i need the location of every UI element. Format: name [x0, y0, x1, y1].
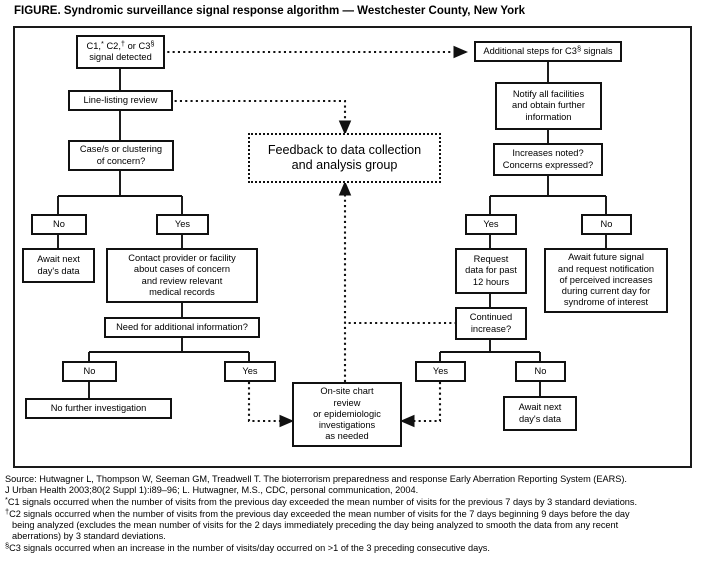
source-line-2: J Urban Health 2003;80(2 Suppl 1):i89–96… [5, 485, 419, 495]
node-right-yes[interactable]: Yes [465, 214, 517, 235]
footnote-2-cont-1: being analyzed (excludes the mean number… [12, 520, 619, 530]
node-increases-noted-label: Increases noted?Concerns expressed? [502, 148, 594, 170]
node-additional-steps-c3-label: Additional steps for C3§ signals [483, 43, 613, 56]
footnote-3: §C3 signals occurred when an increase in… [5, 540, 490, 554]
node-increases-noted[interactable]: Increases noted?Concerns expressed? [493, 143, 603, 176]
footnote-2: †C2 signals occurred when the number of … [5, 506, 630, 520]
source-line-1: Source: Hutwagner L, Thompson W, Seeman … [5, 474, 627, 484]
footnote-2-cont-2: aberrations) by 3 standard deviations. [12, 531, 166, 541]
node-need-no-label: No [83, 365, 96, 376]
node-left-yes[interactable]: Yes [156, 214, 209, 235]
node-need-no[interactable]: No [62, 361, 117, 382]
node-signal-detected[interactable]: C1,* C2,† or C3§signal detected [76, 35, 165, 69]
node-continued-yes[interactable]: Yes [415, 361, 466, 382]
node-no-further-investigation[interactable]: No further investigation [25, 398, 172, 419]
footnote-3-line-1: C3 signals occurred when an increase in … [9, 543, 490, 553]
footnote-3-marker: § [5, 540, 10, 550]
node-continued-no-label: No [534, 365, 547, 376]
node-right-yes-label: Yes [483, 218, 499, 229]
node-need-additional-information-label: Need for additional information? [116, 321, 248, 332]
node-no-further-investigation-label: No further investigation [50, 402, 147, 413]
node-line-listing-review[interactable]: Line-listing review [68, 90, 173, 111]
node-additional-steps-c3[interactable]: Additional steps for C3§ signals [474, 41, 622, 62]
node-need-additional-information[interactable]: Need for additional information? [104, 317, 260, 338]
node-continued-yes-label: Yes [432, 365, 449, 376]
node-continued-no[interactable]: No [515, 361, 566, 382]
node-line-listing-review-label: Line-listing review [83, 94, 158, 105]
node-right-no-label: No [600, 218, 613, 229]
footnote-2-marker: † [5, 506, 10, 516]
node-left-no-label: No [53, 218, 65, 229]
footnote-1: *C1 signals occurred when the number of … [5, 494, 638, 508]
footnote-2-line-1: C2 signals occurred when the number of v… [9, 509, 630, 519]
node-left-yes-label: Yes [174, 218, 191, 229]
footnote-1-marker: * [5, 494, 8, 504]
figure-title: FIGURE. Syndromic surveillance signal re… [14, 5, 526, 17]
footnote-1-line-1: C1 signals occurred when the number of v… [7, 497, 638, 507]
node-need-yes-label: Yes [242, 365, 258, 376]
node-left-no[interactable]: No [31, 214, 87, 235]
node-right-no[interactable]: No [581, 214, 632, 235]
node-need-yes[interactable]: Yes [224, 361, 276, 382]
node-signal-detected-label: C1,* C2,† or C3§signal detected [86, 38, 155, 62]
